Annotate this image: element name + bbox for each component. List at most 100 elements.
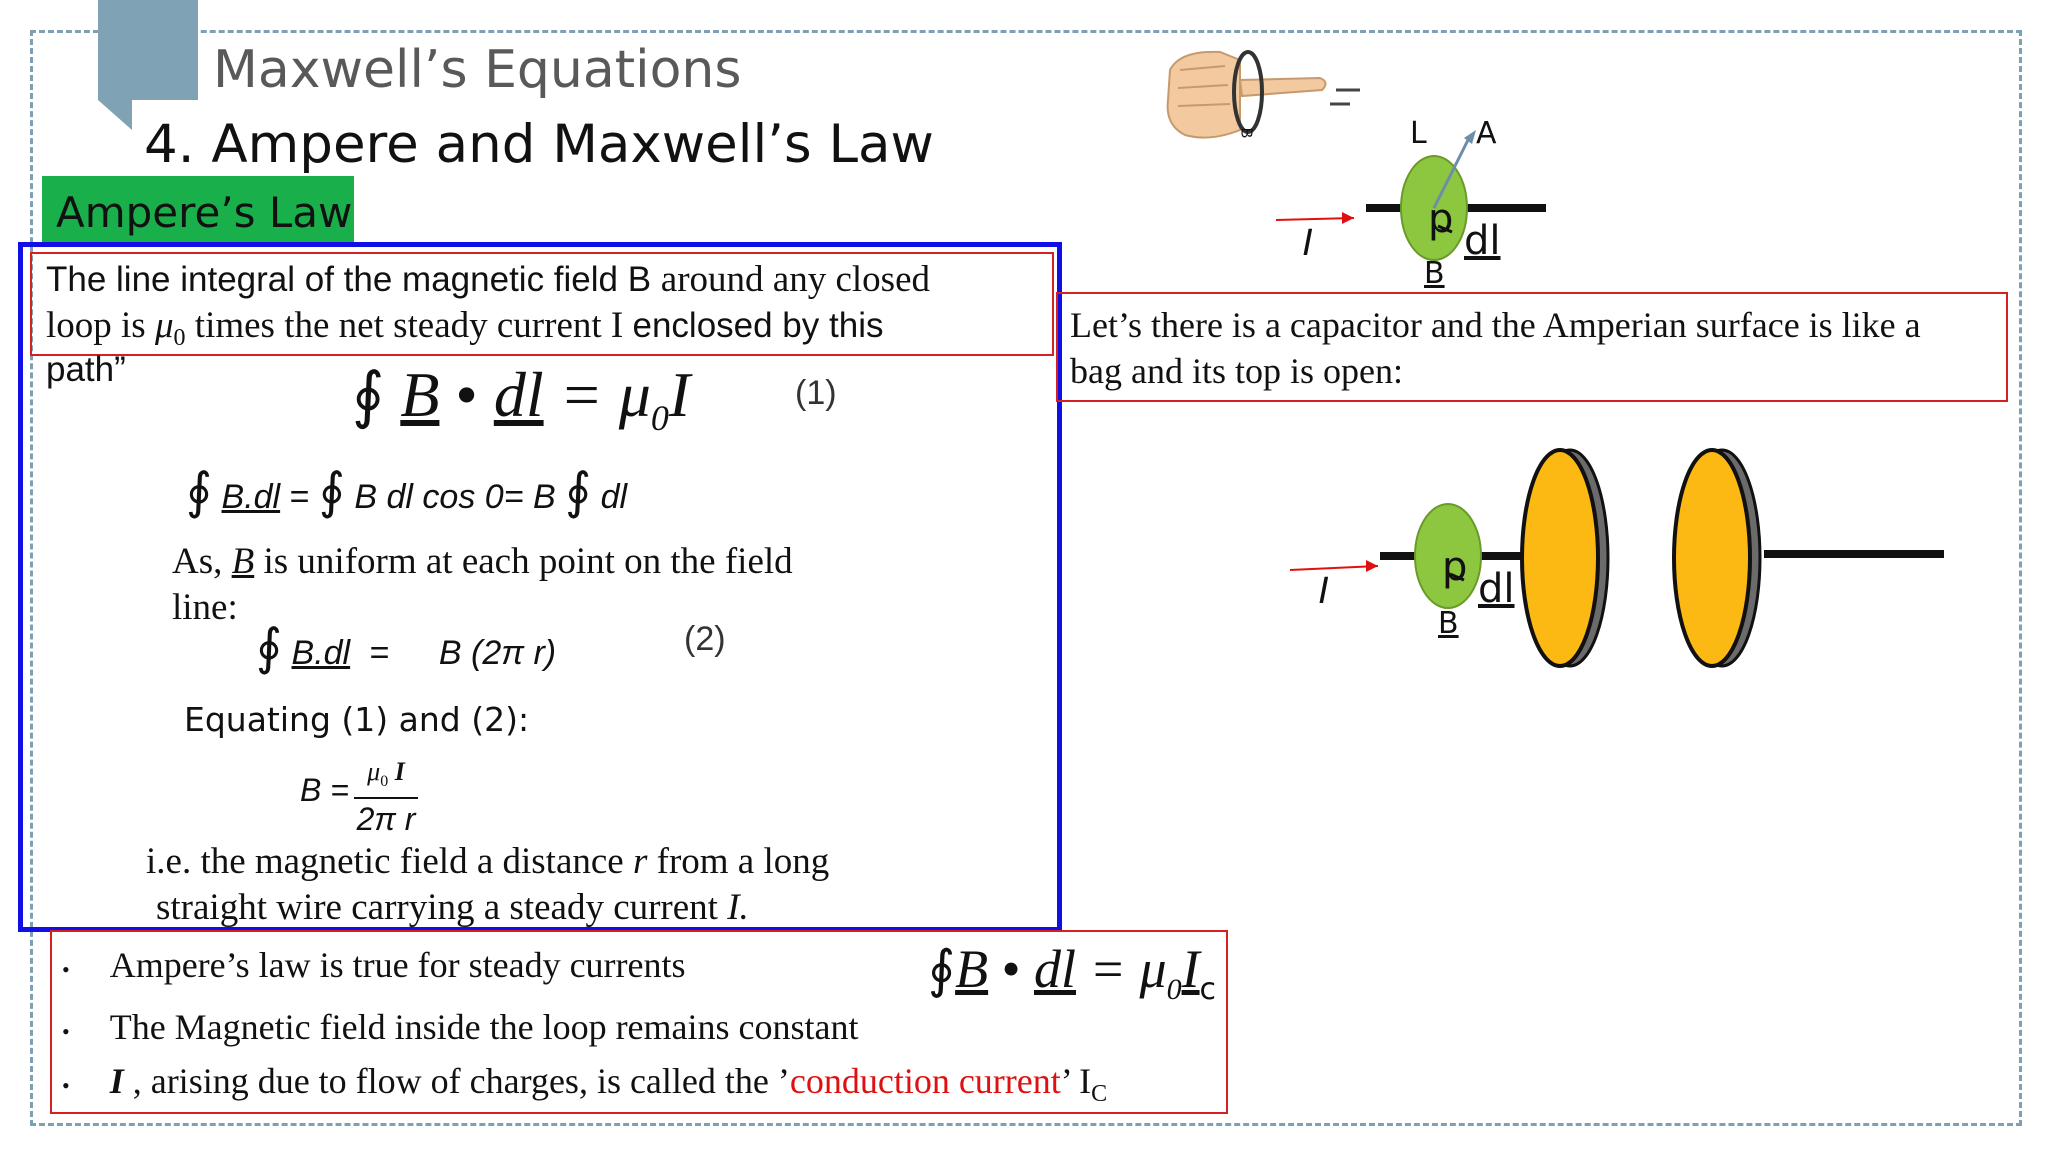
contour-integral-icon: ∮ xyxy=(352,358,385,431)
bullet-dot: • xyxy=(62,1019,70,1044)
capacitor-diagram xyxy=(1289,448,1944,668)
conduction-equation: ∮B • dl = μ0Ic xyxy=(928,938,1218,1018)
expand-rhs: dl xyxy=(600,478,628,516)
definition-text-d: times the net steady current I xyxy=(185,305,633,346)
ceq-I: I xyxy=(1181,939,1200,999)
section-tag: Ampere’s Law xyxy=(42,176,354,247)
title-tab xyxy=(98,0,198,100)
conclusion-text-a: i.e. the magnetic field a distance xyxy=(146,841,633,882)
contour-integral-icon: ∮ xyxy=(256,618,283,676)
ampere-law-box xyxy=(18,242,1062,932)
label-L: L xyxy=(1410,116,1427,151)
ceq-sub0: 0 xyxy=(1166,972,1182,1006)
eq1-dot: • xyxy=(455,359,478,430)
conclusion-line-1: i.e. the magnetic field a distance r fro… xyxy=(146,840,829,883)
label-B-top: B xyxy=(1424,256,1445,291)
title-tab-tail xyxy=(98,100,132,130)
label-dl-bottom: dl xyxy=(1478,566,1515,612)
conclusion-r: r xyxy=(632,841,648,882)
equating-text: Equating (1) and (2): xyxy=(184,700,530,739)
ceq-dot: • xyxy=(1001,939,1021,999)
equation-1-number: (1) xyxy=(795,374,837,412)
expand-lhs: B.dl xyxy=(221,478,281,516)
uniform-text-b: is uniform at each point on the field xyxy=(254,541,793,582)
bullet-2: • The Magnetic field inside the loop rema… xyxy=(62,1006,859,1048)
bullet-dot: • xyxy=(62,1073,70,1098)
bullet-3: • I , arising due to flow of charges, is … xyxy=(62,1060,1107,1108)
result-denominator: 2π r xyxy=(356,801,416,838)
eq1-dl: dl xyxy=(493,359,544,430)
label-current-I-bottom: I xyxy=(1318,570,1329,612)
amperian-loop-diagram-top xyxy=(1275,130,1546,261)
capacitor-note-line-2: bag and its top is open: xyxy=(1070,351,1403,391)
mu-symbol: μ xyxy=(154,305,174,346)
ceq-dl: dl xyxy=(1034,939,1077,999)
capacitor-note-line-1: Let’s there is a capacitor and the Amper… xyxy=(1070,305,1921,345)
hand-B-label: B xyxy=(1237,127,1255,139)
label-current-I-top: I xyxy=(1302,222,1313,264)
eq2-eq: = xyxy=(369,634,390,672)
result-fraction: μ0 I 2π r xyxy=(354,757,418,839)
uniform-line-1: As, B is uniform at each point on the fi… xyxy=(172,540,793,583)
result-I: I xyxy=(394,757,405,786)
slide-subtitle: 4. Ampere and Maxwell’s Law xyxy=(144,114,934,175)
label-A: A xyxy=(1476,116,1497,151)
eq2-lhs: B.dl xyxy=(291,634,351,672)
eq1-I: I xyxy=(668,359,691,430)
section-tag-label: Ampere’s Law xyxy=(56,188,353,237)
uniform-line-2: line: xyxy=(172,587,238,628)
bullet-3-I: I xyxy=(109,1061,124,1101)
ceq-B: B xyxy=(955,939,989,999)
definition-text-b: around any closed xyxy=(660,259,930,300)
bullet-3-sub: C xyxy=(1091,1081,1108,1108)
label-p-bottom: p xyxy=(1442,544,1468,590)
mu-subscript: 0 xyxy=(173,325,186,351)
definition-text-c: loop is xyxy=(46,305,155,346)
eq2-rhs: B (2π r) xyxy=(438,634,557,672)
conclusion-I: I. xyxy=(727,887,749,928)
contour-integral-icon: ∮ xyxy=(928,940,956,1000)
result-mu-sub: 0 xyxy=(380,773,389,791)
bullet-1: • Ampere’s law is true for steady current… xyxy=(62,944,686,986)
eq1-B: B xyxy=(400,359,440,430)
conclusion-text-c: straight wire carrying a steady current xyxy=(156,887,728,928)
eq1-sub: 0 xyxy=(650,397,669,438)
capacitor-note-box xyxy=(1056,292,2008,402)
definition-line-3: path” xyxy=(46,350,126,389)
definition-line-1: The line integral of the magnetic field … xyxy=(46,258,930,301)
expand-middle: B dl cos 0= B xyxy=(354,478,556,516)
uniform-B: B xyxy=(231,541,255,582)
bullet-dot: • xyxy=(62,957,70,982)
label-B-bottom: B xyxy=(1438,606,1459,641)
conclusion-line-2: straight wire carrying a steady current … xyxy=(156,886,749,929)
label-dl-top: dl xyxy=(1464,218,1501,264)
result-mu: μ xyxy=(367,757,381,786)
bullets-box xyxy=(50,930,1228,1114)
bullet-3-text-a: , arising due to flow of charges, is cal… xyxy=(123,1061,790,1101)
contour-integral-icon: ∮ xyxy=(565,462,592,520)
equation-2-number: (2) xyxy=(684,620,726,658)
eq1-rhs: = μ xyxy=(559,359,651,430)
definition-box xyxy=(30,252,1054,356)
equation-expansion: ∮ B.dl = ∮ B dl cos 0= B ∮ dl xyxy=(186,462,627,520)
bullet-2-text: The Magnetic field inside the loop remai… xyxy=(109,1007,859,1047)
uniform-text-a: As, xyxy=(172,541,232,582)
result-B: B = xyxy=(300,772,349,808)
equation-1: ∮ B • dl = μ0I xyxy=(352,358,690,439)
slide-title: Maxwell’s Equations xyxy=(213,40,742,100)
right-hand-rule-icon xyxy=(1166,50,1360,139)
definition-line-2: loop is μ0 times the net steady current … xyxy=(46,304,883,352)
expand-eq: = xyxy=(289,478,310,516)
conduction-current-label: conduction current xyxy=(789,1061,1061,1101)
conclusion-text-b: from a long xyxy=(647,841,830,882)
definition-text-e: enclosed by this xyxy=(632,306,884,345)
ceq-rhs: = μ xyxy=(1089,939,1167,999)
bullet-1-text: Ampere’s law is true for steady currents xyxy=(109,945,686,985)
result-numerator: μ0 I xyxy=(354,757,418,800)
equation-2: ∮ B.dl = B (2π r) xyxy=(256,618,556,676)
contour-integral-icon: ∮ xyxy=(186,462,213,520)
ceq-subC: c xyxy=(1199,971,1217,1007)
label-p-top: p xyxy=(1428,196,1454,242)
slide-frame xyxy=(30,30,2022,1126)
contour-integral-icon: ∮ xyxy=(318,462,345,520)
